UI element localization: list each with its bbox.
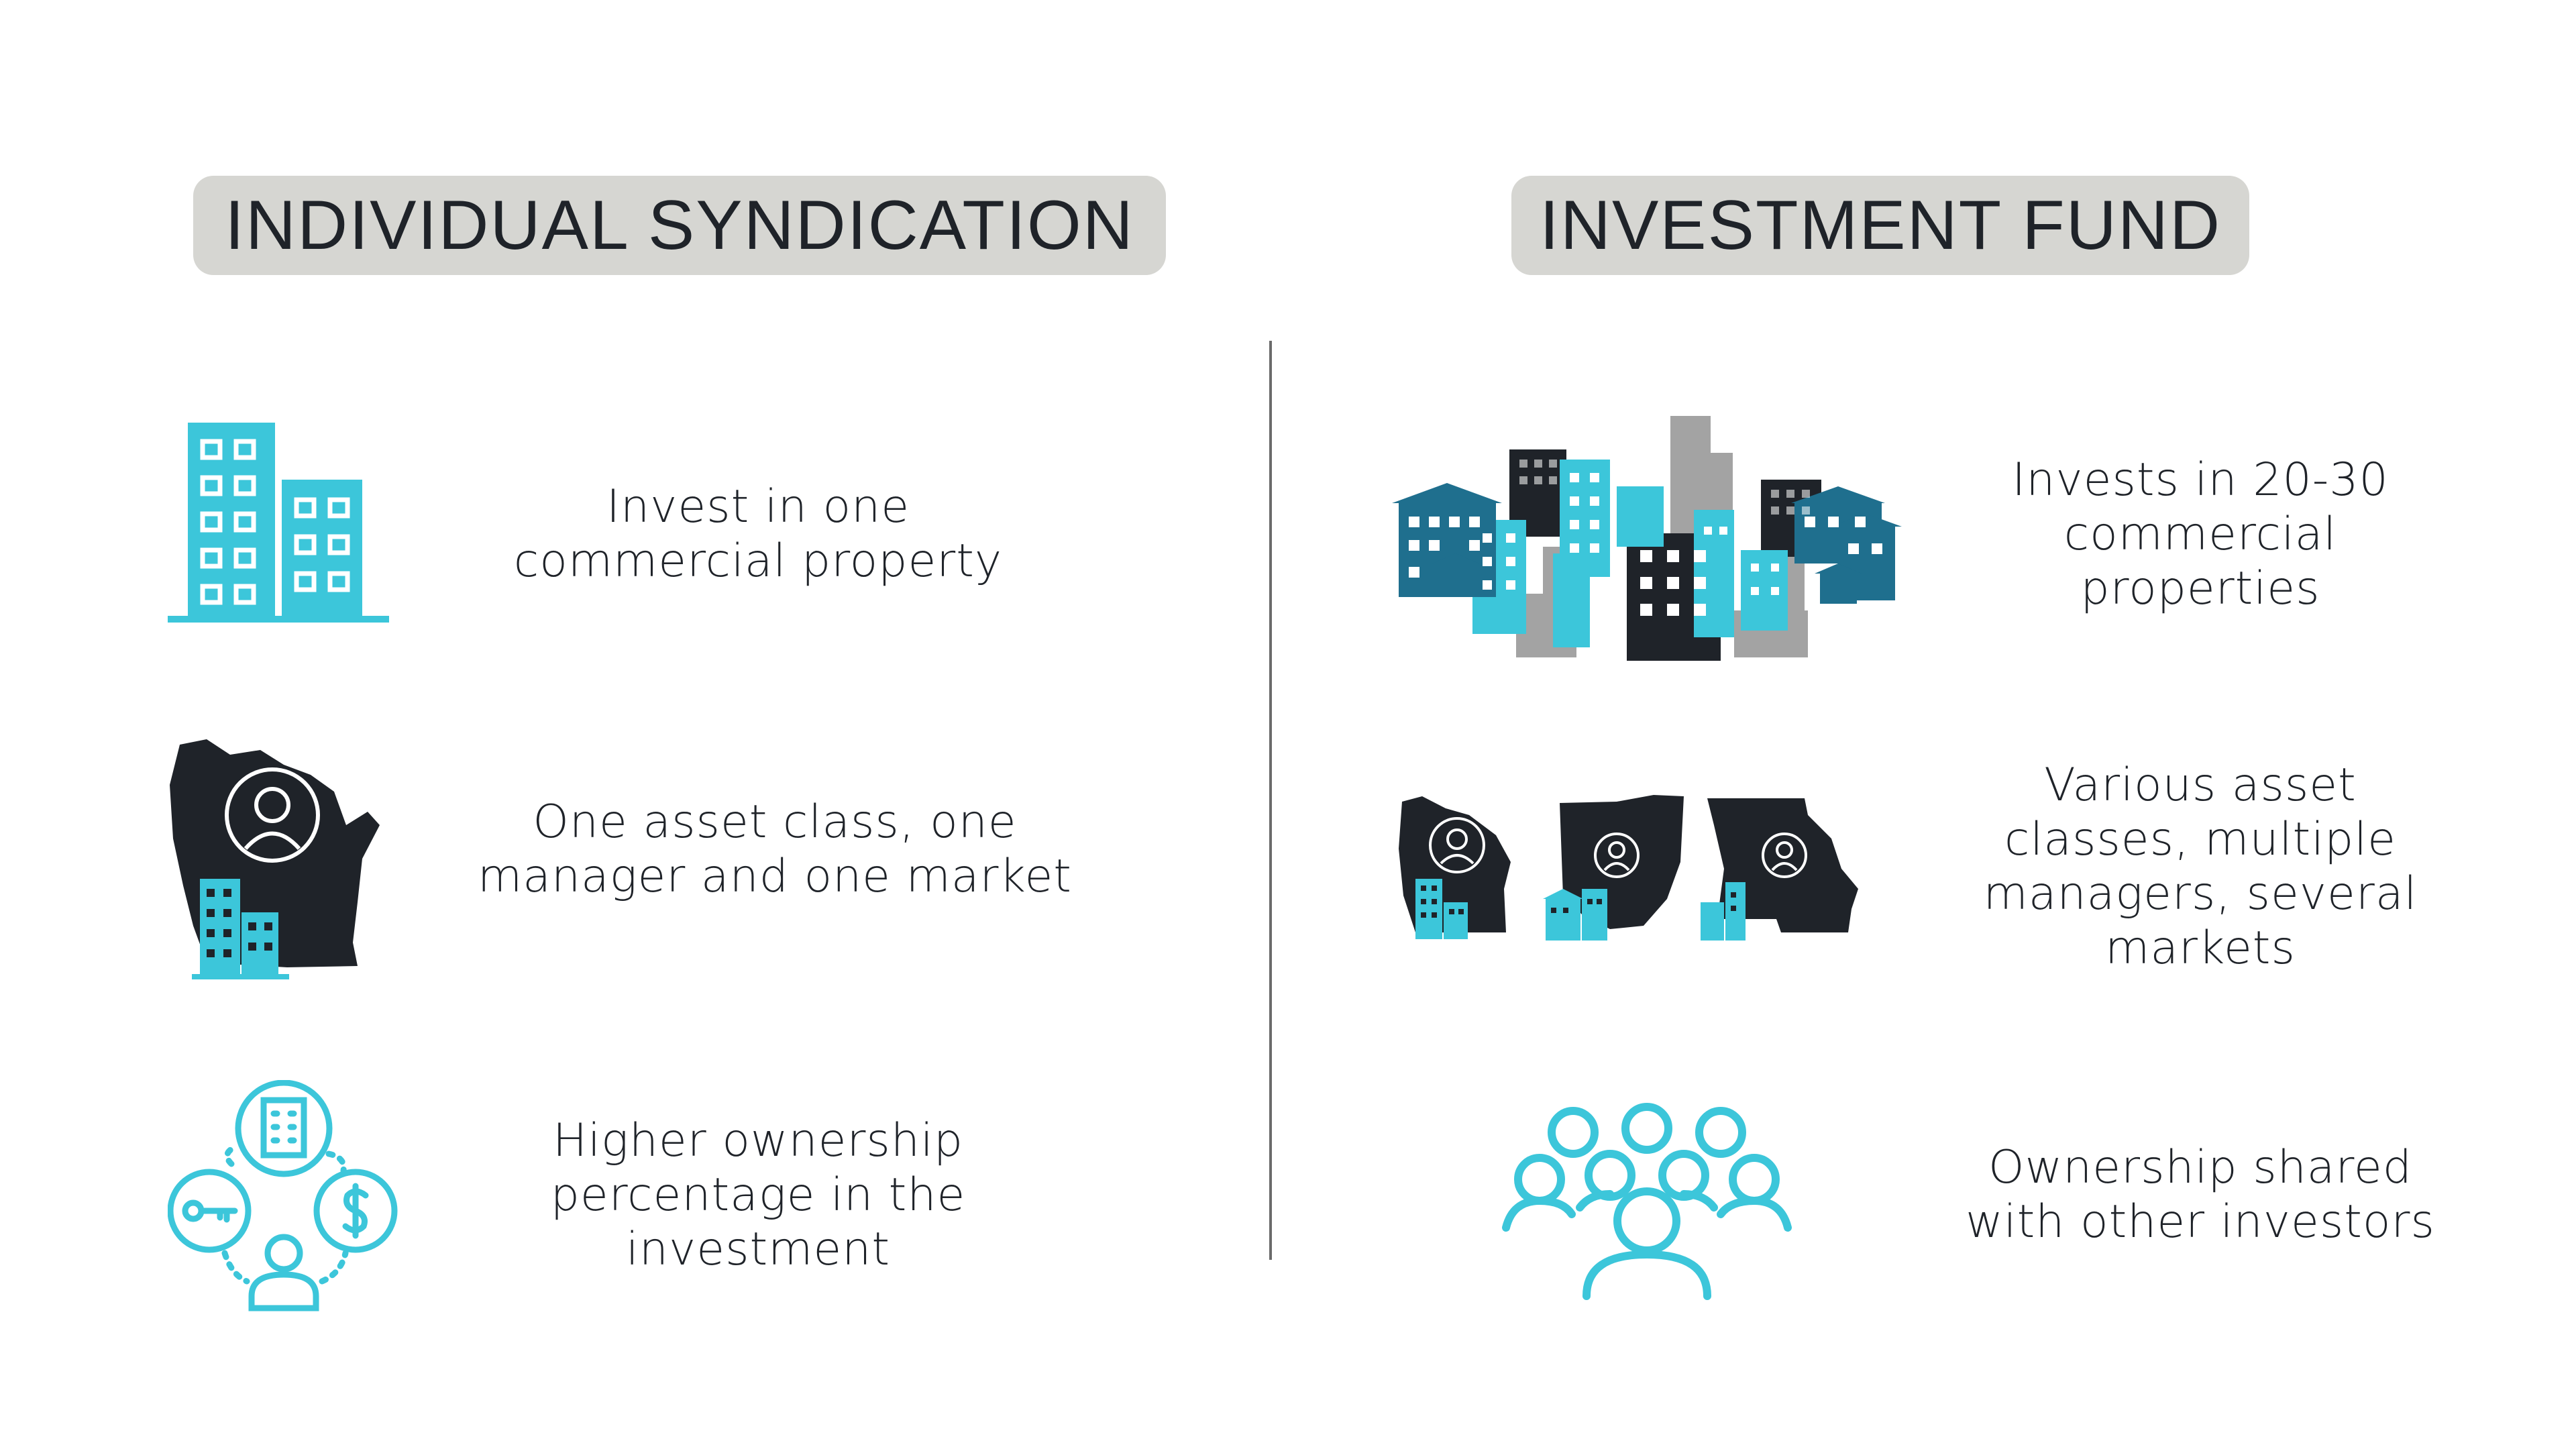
text-line: properties: [2080, 562, 2320, 615]
text-line: percentage in the: [550, 1169, 966, 1222]
column-divider: [1269, 341, 1272, 1260]
text-line: markets: [2105, 922, 2296, 975]
left-item-3-text: Higher ownership percentage in the inves…: [449, 1114, 1067, 1277]
text-line: with other investors: [1966, 1195, 2435, 1248]
text-line: Invest in one: [606, 480, 910, 533]
wisconsin-map-icon: [170, 739, 380, 979]
text-line: Higher ownership: [552, 1114, 964, 1167]
text-line: commercial property: [513, 535, 1003, 588]
header-left-label: INDIVIDUAL SYNDICATION: [225, 186, 1134, 264]
ownership-cycle-icon: [168, 1080, 398, 1311]
header-investment-fund: INVESTMENT FUND: [1511, 176, 2249, 275]
text-line: Various asset: [2044, 759, 2357, 812]
text-line: Invests in 20-30: [2012, 453, 2389, 506]
text-line: One asset class, one: [533, 796, 1017, 849]
text-line: commercial: [2063, 508, 2337, 561]
buildings-icon: [168, 423, 389, 623]
city-skyline-icon: [1392, 416, 1902, 661]
right-item-1-text: Invests in 20-30 commercial properties: [1898, 453, 2502, 616]
investor-group-icon: [1502, 1103, 1792, 1300]
right-item-2-text: Various asset classes, multiple managers…: [1898, 758, 2502, 975]
left-item-2-text: One asset class, one manager and one mar…: [449, 795, 1100, 904]
right-item-3-text: Ownership shared with other investors: [1898, 1140, 2502, 1249]
header-right-label: INVESTMENT FUND: [1539, 186, 2222, 264]
header-individual-syndication: INDIVIDUAL SYNDICATION: [193, 176, 1166, 275]
text-line: classes, multiple: [2004, 813, 2396, 866]
text-line: managers, several: [1983, 867, 2418, 920]
text-line: Ownership shared: [1988, 1141, 2412, 1194]
left-item-1-text: Invest in one commercial property: [449, 480, 1067, 588]
text-line: investment: [626, 1223, 890, 1276]
text-line: manager and one market: [478, 850, 1072, 903]
three-state-maps-icon: [1399, 795, 1858, 941]
